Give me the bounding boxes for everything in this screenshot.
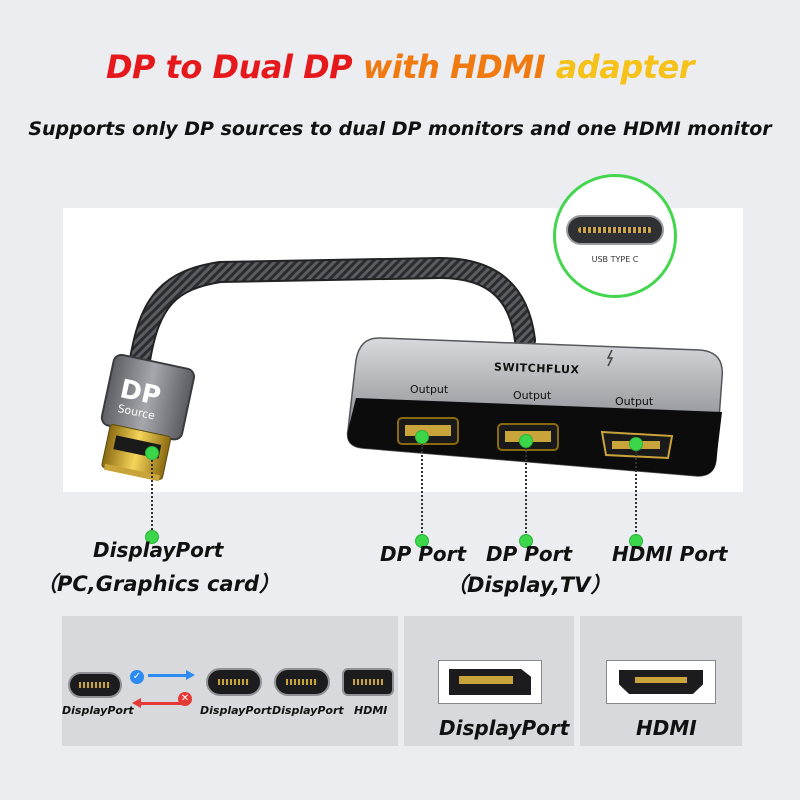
flow-label-2: DisplayPort [200, 704, 272, 717]
dp-port-2-end-dot [519, 534, 533, 548]
arrow-right-head-icon [186, 670, 195, 680]
usb-type-c-callout: USB TYPE C [553, 174, 677, 298]
arrow-left-head-icon [132, 698, 141, 708]
plug-leader-line [151, 460, 153, 530]
plug-dot [145, 446, 159, 460]
hdmi-panel-label: HDMI [636, 716, 697, 740]
arrow-right-icon [148, 674, 190, 677]
dp-port-2-leader-line [525, 448, 527, 536]
hdmi-panel: HDMI [580, 616, 742, 746]
page-subtitle: Supports only DP sources to dual DP moni… [28, 118, 772, 140]
page-title: DP to Dual DP with HDMI adapter [0, 48, 800, 86]
hdmi-port-label: HDMI Port [612, 542, 728, 566]
displayport-panel: DisplayPort [404, 616, 574, 746]
dp-connector-icon-3 [274, 668, 330, 696]
hdmi-socket-icon [606, 660, 716, 704]
output-label-1: Output [410, 383, 449, 396]
cross-icon: ✕ [178, 692, 192, 706]
usb-c-port-icon [566, 215, 664, 245]
hdmi-port-leader-line [635, 451, 637, 536]
dp-port-sublabel: （Display,TV） [446, 573, 612, 597]
displayport-panel-label: DisplayPort [439, 716, 570, 740]
dp-port-1-end-dot [415, 534, 429, 548]
displayport-label: DisplayPort [93, 538, 224, 562]
adapter-illustration [100, 256, 724, 482]
title-part-1: DP to Dual DP [105, 48, 363, 86]
displayport-socket-icon [438, 660, 542, 704]
usb-c-label: USB TYPE C [591, 255, 639, 264]
dp-port-1-dot [415, 430, 429, 444]
hdmi-port-end-dot [629, 534, 643, 548]
flow-label-3: DisplayPort [272, 704, 344, 717]
dp-connector-icon [68, 672, 122, 698]
flow-label-4: HDMI [354, 704, 388, 717]
output-label-2: Output [513, 389, 552, 402]
flow-label-1: DisplayPort [62, 704, 134, 717]
dp-port-1-leader-line [421, 444, 423, 536]
dp-connector-icon-2 [206, 668, 262, 696]
dp-port-1-label: DP Port [380, 542, 467, 566]
arrow-left-icon [140, 702, 182, 705]
compatibility-panel: ✓ ✕ DisplayPort DisplayPort DisplayPort … [62, 616, 398, 746]
check-icon: ✓ [130, 670, 144, 684]
displayport-dot [145, 530, 159, 544]
title-part-3: adapter [555, 48, 695, 86]
output-label-3: Output [615, 395, 654, 408]
displayport-sublabel: （PC,Graphics card） [36, 572, 280, 596]
hdmi-port-dot [629, 437, 643, 451]
dp-port-2-label: DP Port [486, 542, 573, 566]
dp-port-2-dot [519, 434, 533, 448]
hdmi-connector-icon [342, 668, 394, 696]
title-part-2: with HDMI [362, 48, 556, 86]
